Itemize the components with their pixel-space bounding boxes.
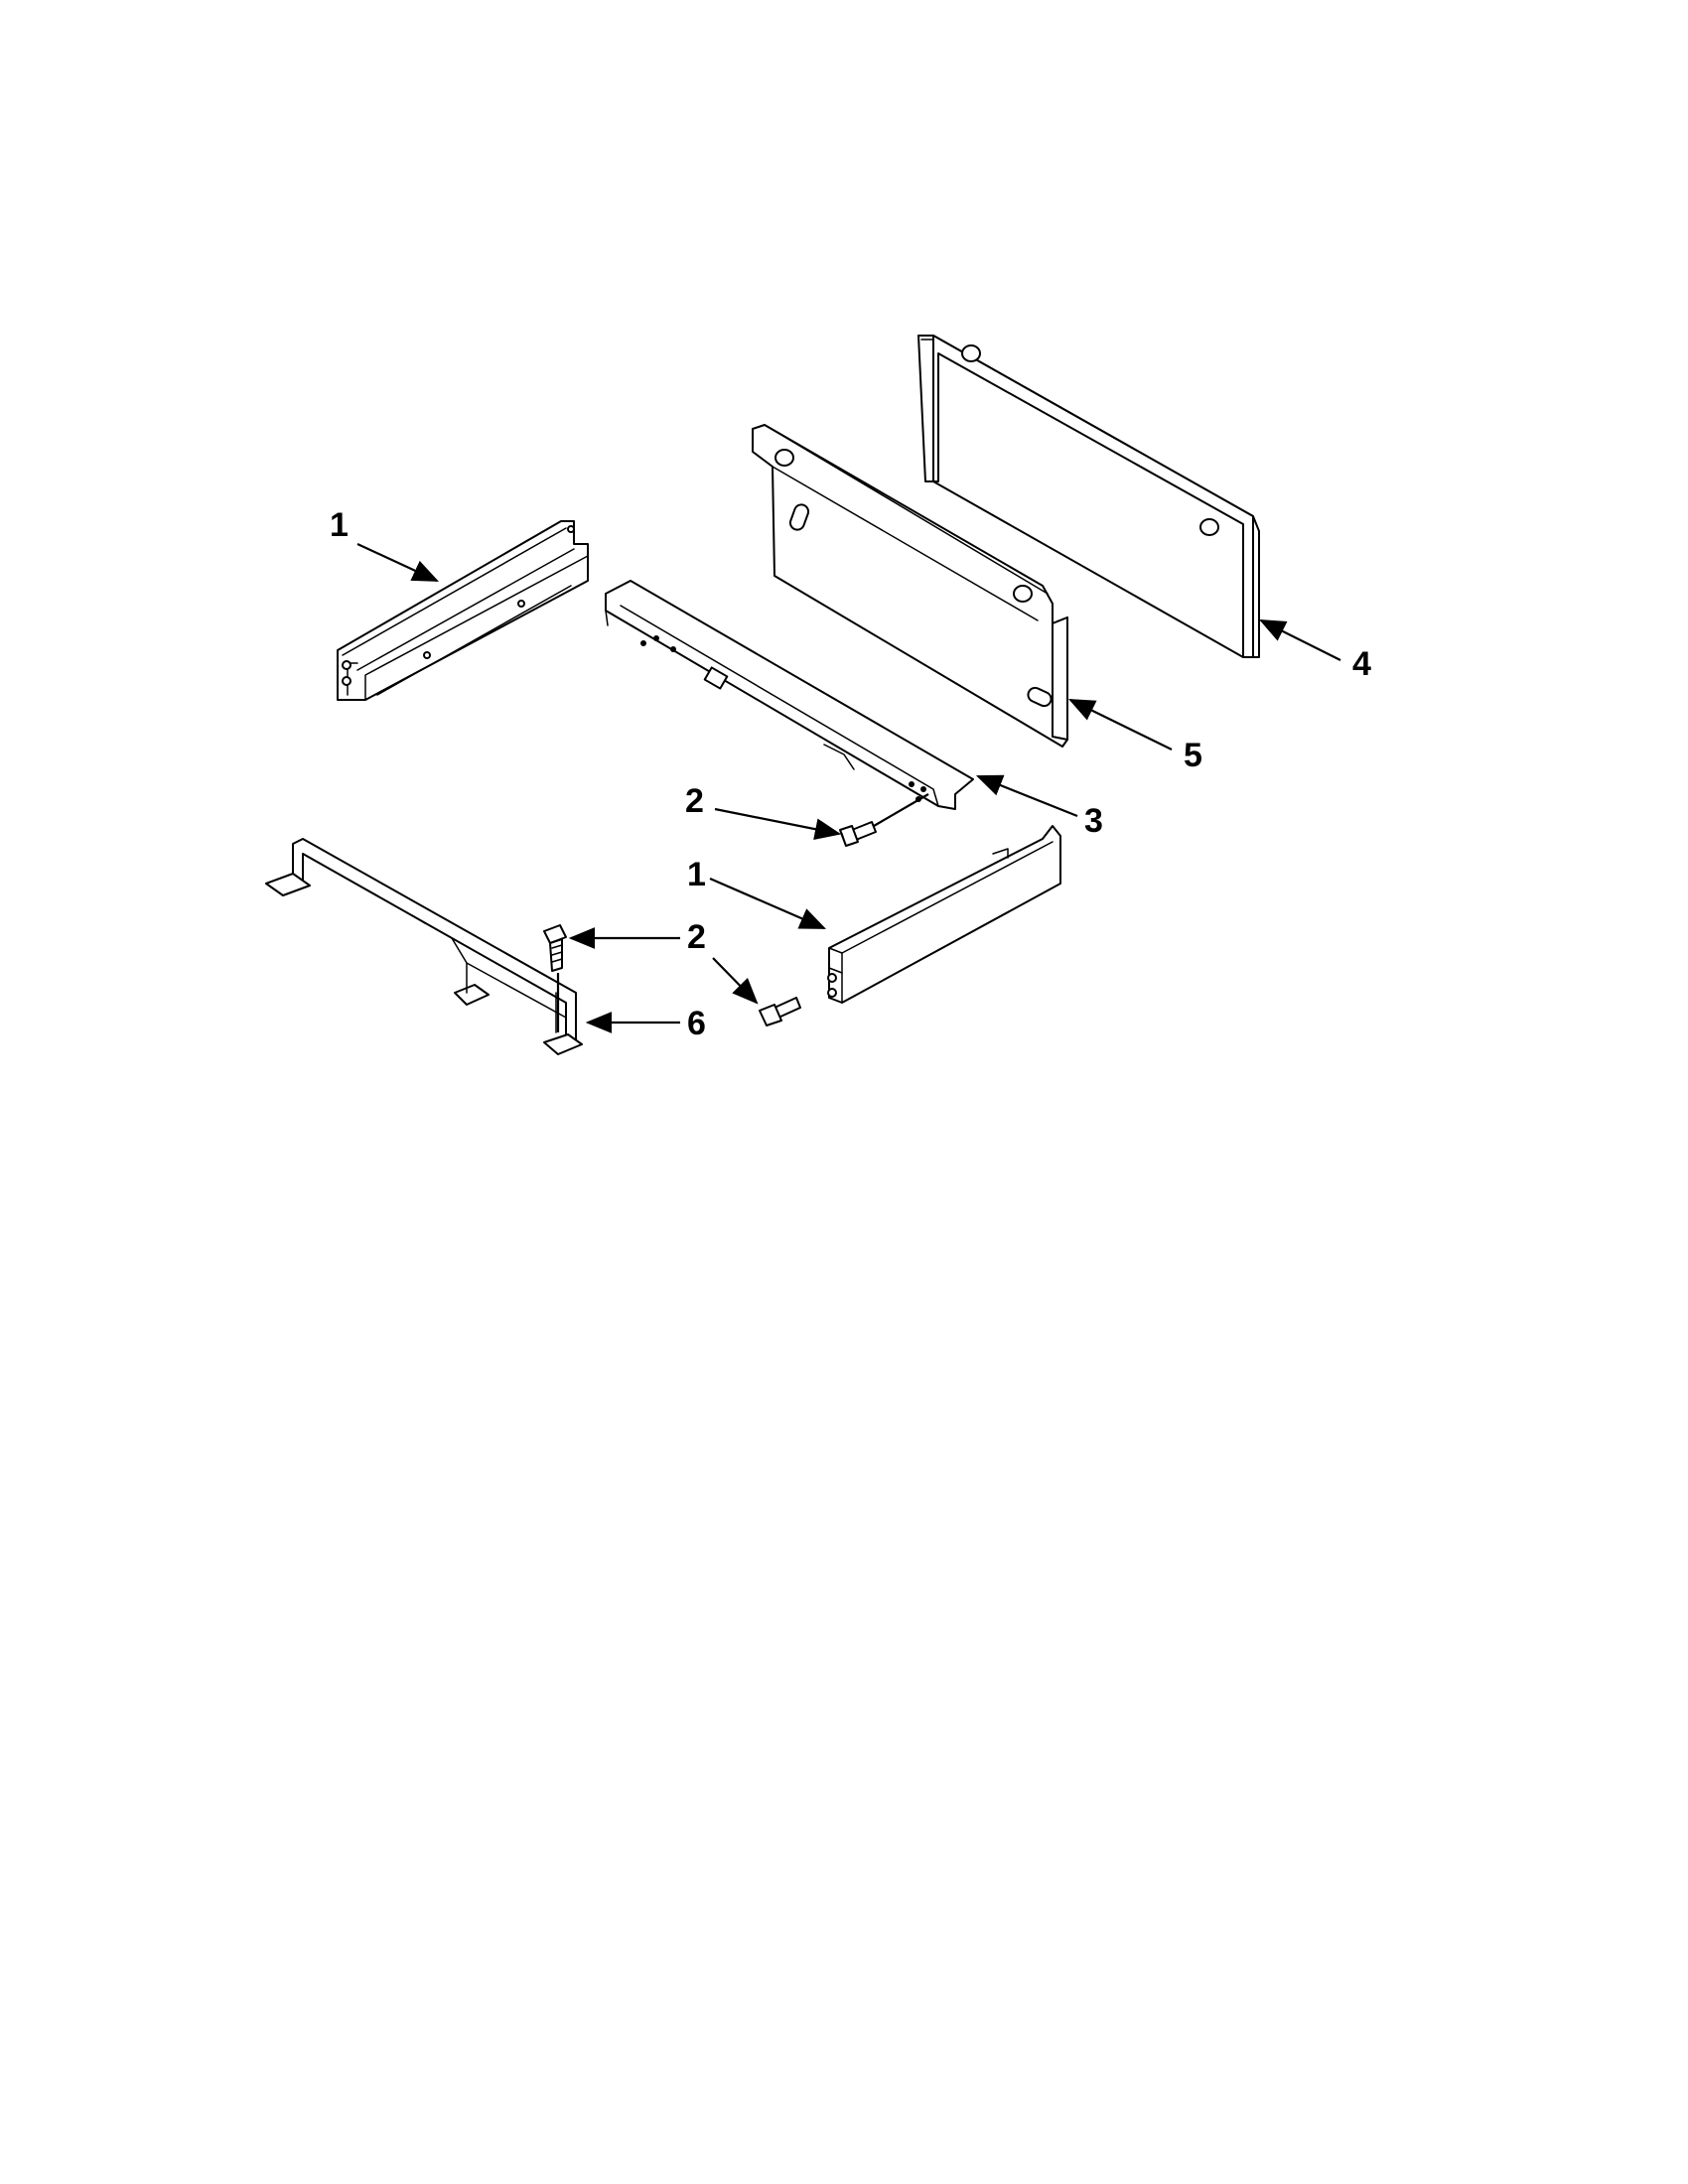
part-5-bracket: [752, 424, 1068, 748]
plate-hole: [961, 344, 981, 362]
leader-2a: [714, 807, 842, 841]
part-3-channel: [605, 580, 974, 810]
part-2-screw-standing: [543, 924, 567, 972]
callout-2-upper: 2: [685, 782, 704, 820]
callout-5: 5: [1184, 737, 1202, 774]
leader-1a: [356, 543, 439, 582]
leader-1b: [709, 877, 827, 930]
rail-hole: [827, 988, 837, 998]
leader-3: [975, 774, 1078, 818]
callouts: 1 4 5 3 2 1 2 6: [330, 506, 1371, 1042]
rail-hole: [342, 660, 352, 670]
rail-hole: [567, 525, 575, 533]
part-1-rail-lower: [827, 825, 1061, 1004]
rail-hole: [342, 676, 352, 686]
part-2-screw-upper: [839, 821, 877, 847]
plate-hole: [1199, 518, 1219, 536]
callout-1-upper: 1: [330, 506, 349, 544]
part-1-rail-upper: [337, 520, 589, 701]
part-2-screw-lower: [759, 997, 801, 1026]
rail-hole: [827, 973, 837, 983]
leader-lines: [356, 543, 1341, 1033]
bracket-slot: [1027, 686, 1053, 708]
callout-2-lower: 2: [687, 918, 706, 956]
leader-2b-lower: [712, 957, 759, 1005]
bracket-hole: [1013, 585, 1033, 603]
leader-5: [1068, 699, 1173, 751]
leader-3-screw: [873, 793, 929, 827]
callout-4: 4: [1352, 645, 1371, 683]
part-6-base: [265, 838, 583, 1055]
leader-4: [1259, 619, 1341, 661]
rail-hole: [517, 600, 525, 608]
bracket-slot: [788, 503, 810, 531]
callout-3: 3: [1084, 802, 1103, 840]
callout-6: 6: [687, 1005, 706, 1042]
rail-hole: [423, 651, 431, 659]
part-4-plate: [917, 335, 1260, 658]
bracket-hole: [774, 449, 794, 467]
channel-slot: [703, 666, 729, 690]
callout-1-lower: 1: [687, 856, 706, 893]
